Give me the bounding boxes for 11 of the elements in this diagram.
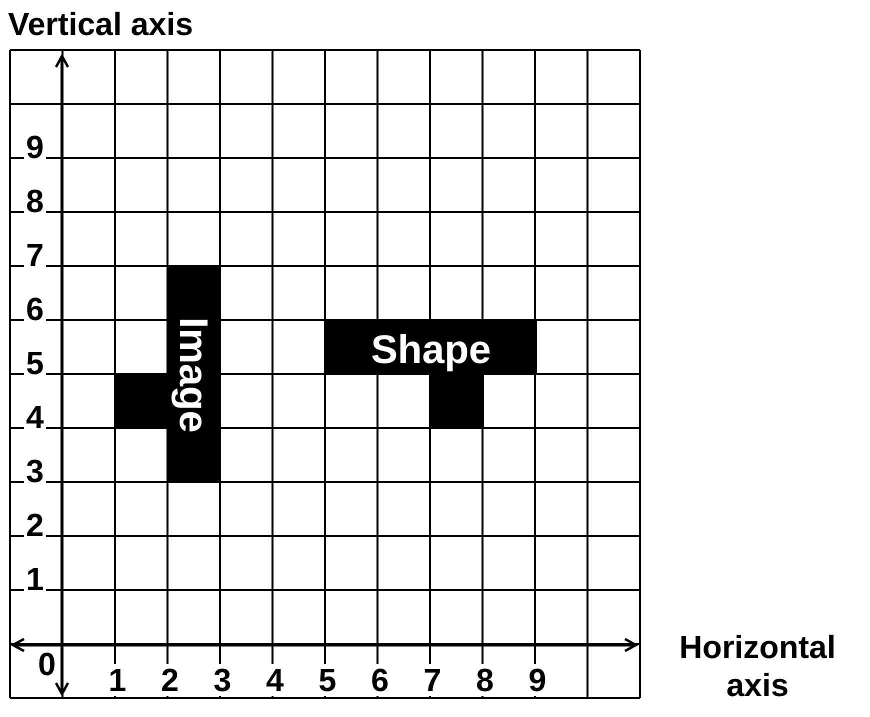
block-label: Shape	[370, 330, 492, 370]
axis-tick-label: 2	[159, 664, 181, 696]
axis-tick-label: 5	[316, 664, 338, 696]
block-label: Image	[173, 317, 213, 433]
axis-tick-label: 4	[264, 664, 286, 696]
axis-tick-label: 3	[212, 664, 234, 696]
axis-title: Horizontal axis	[678, 628, 837, 705]
axis-tick-label: 8	[474, 664, 496, 696]
axis-title: Vertical axis	[8, 8, 194, 40]
axis-tick-label: 9	[526, 664, 548, 696]
axis-tick-label: 6	[369, 664, 391, 696]
